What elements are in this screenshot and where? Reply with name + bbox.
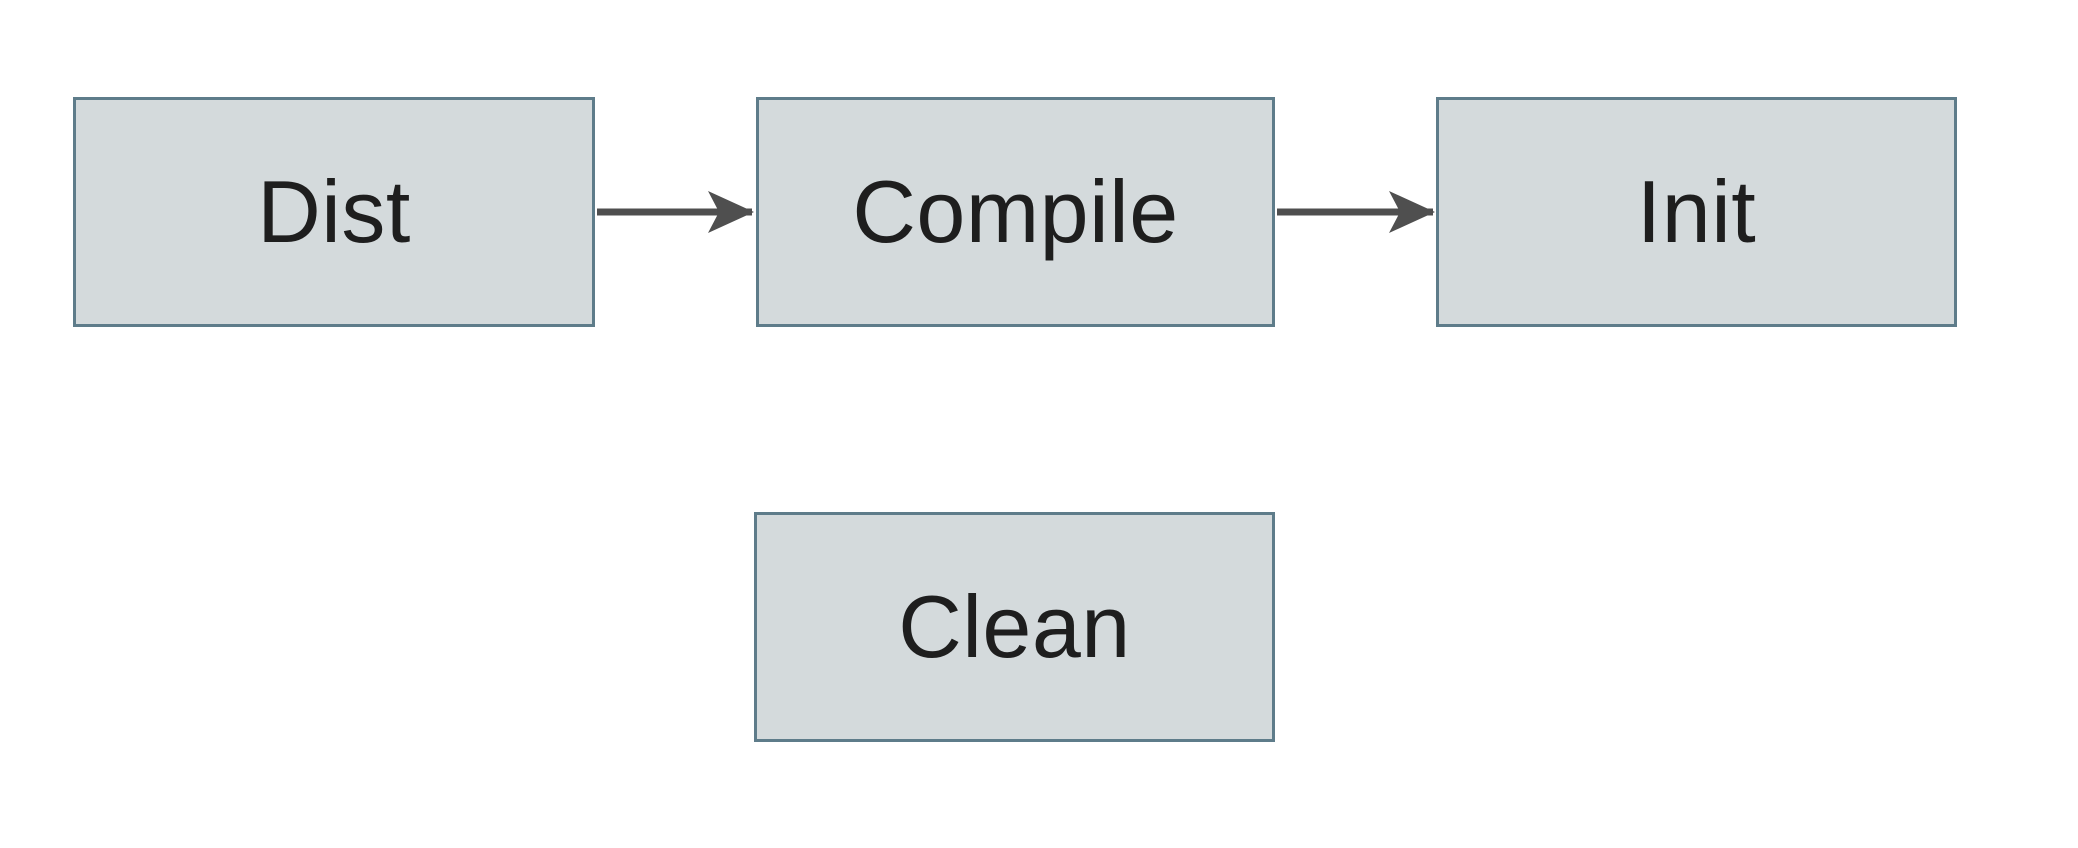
node-init[interactable]: Init xyxy=(1436,97,1957,327)
node-init-label: Init xyxy=(1636,162,1757,261)
node-clean-label: Clean xyxy=(898,577,1131,676)
node-dist[interactable]: Dist xyxy=(73,97,595,327)
node-compile[interactable]: Compile xyxy=(756,97,1275,327)
node-clean[interactable]: Clean xyxy=(754,512,1275,742)
node-compile-label: Compile xyxy=(852,162,1179,261)
node-dist-label: Dist xyxy=(257,162,411,261)
